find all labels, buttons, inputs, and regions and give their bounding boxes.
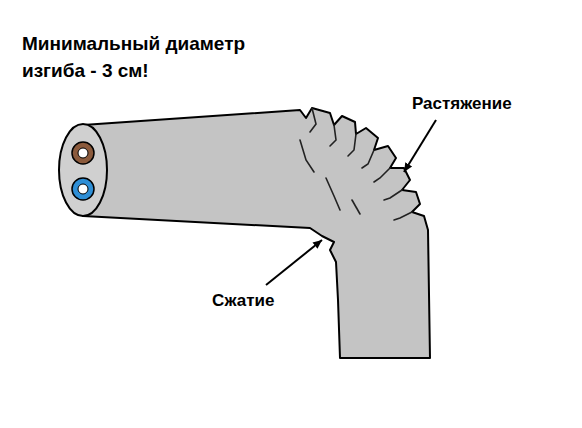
callout-label: Растяжение bbox=[412, 94, 512, 114]
conductor-core bbox=[78, 184, 88, 194]
cable-body bbox=[83, 108, 430, 358]
crack-marks bbox=[300, 108, 412, 220]
leader-arrow bbox=[266, 240, 322, 285]
title-text: Минимальный диаметр изгиба - 3 см! bbox=[22, 30, 284, 84]
leader-arrow bbox=[404, 120, 436, 172]
brown-conductor bbox=[72, 142, 94, 164]
callout-label: Сжатие bbox=[212, 291, 274, 311]
cable-end bbox=[59, 124, 107, 216]
conductor-core bbox=[78, 148, 88, 158]
blue-conductor bbox=[72, 178, 94, 200]
